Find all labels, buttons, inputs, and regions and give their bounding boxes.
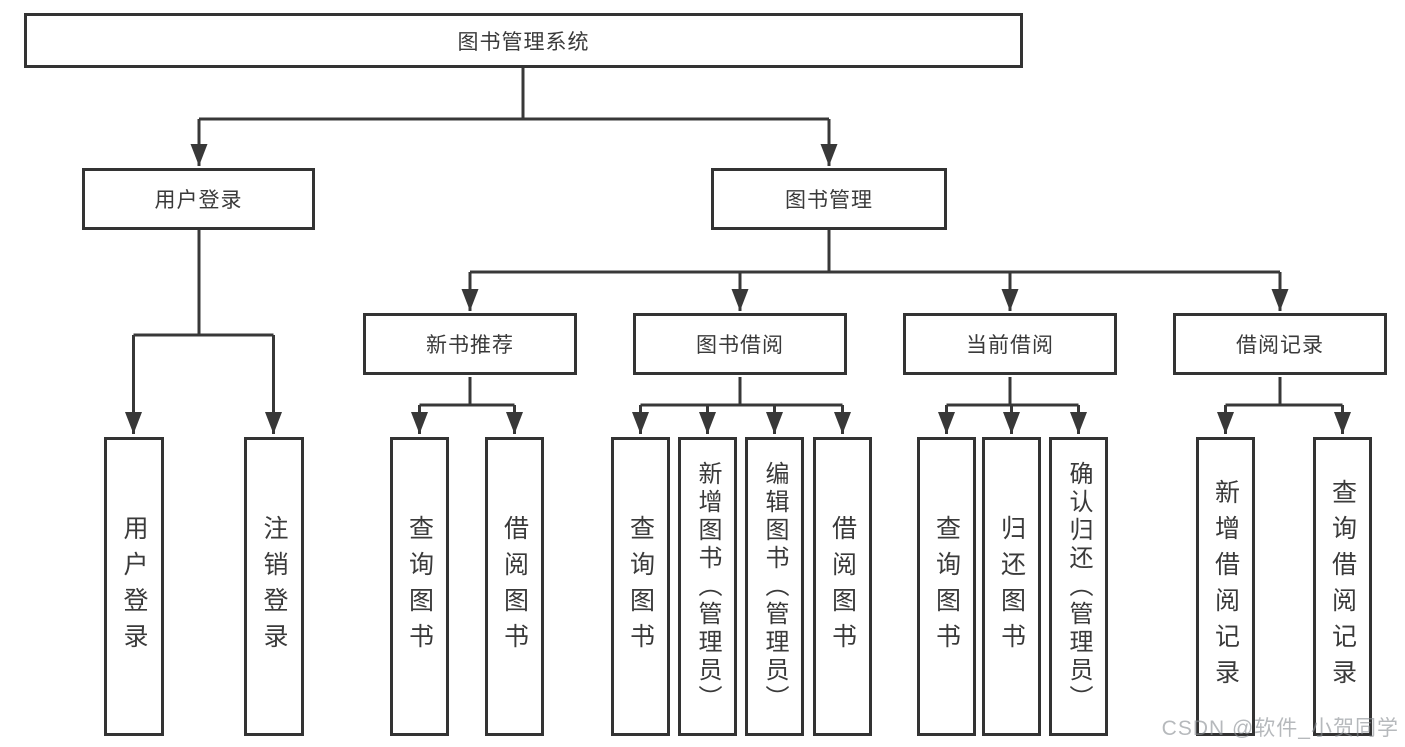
node-leaf-bb-edit-book-admin: 编辑图书（管理员）	[745, 437, 804, 736]
node-leaf-cb-query-book: 查询图书	[917, 437, 976, 736]
branch-book-management	[470, 230, 1280, 274]
node-current-borrow: 当前借阅	[903, 313, 1117, 375]
branch-new-book	[419, 377, 515, 407]
branch-current-borrow	[946, 377, 1079, 407]
node-borrow-record: 借阅记录	[1173, 313, 1387, 375]
node-leaf-br-query-record: 查询借阅记录	[1313, 437, 1372, 736]
node-leaf-nb-borrow-book: 借阅图书	[485, 437, 544, 736]
node-book-borrow: 图书借阅	[633, 313, 847, 375]
node-leaf-logout: 注销登录	[244, 437, 304, 736]
branch-user-login	[133, 230, 274, 337]
branch-root	[199, 66, 829, 121]
node-new-book-recommend: 新书推荐	[363, 313, 577, 375]
node-leaf-bb-borrow-book: 借阅图书	[813, 437, 872, 736]
branch-book-borrow	[640, 377, 843, 407]
node-library-management-system: 图书管理系统	[24, 13, 1023, 68]
node-leaf-cb-return-book: 归还图书	[982, 437, 1041, 736]
node-book-management: 图书管理	[711, 168, 947, 230]
node-leaf-br-add-record: 新增借阅记录	[1196, 437, 1255, 736]
csdn-watermark: CSDN @软件_小贺同学	[1161, 717, 1399, 740]
node-leaf-bb-add-book-admin: 新增图书（管理员）	[678, 437, 737, 736]
node-leaf-bb-query-book: 查询图书	[611, 437, 670, 736]
branch-borrow-record	[1225, 377, 1343, 407]
node-leaf-user-login: 用户登录	[104, 437, 164, 736]
node-user-login: 用户登录	[82, 168, 315, 230]
node-leaf-nb-query-book: 查询图书	[390, 437, 449, 736]
node-leaf-cb-confirm-return-admin: 确认归还（管理员）	[1049, 437, 1108, 736]
